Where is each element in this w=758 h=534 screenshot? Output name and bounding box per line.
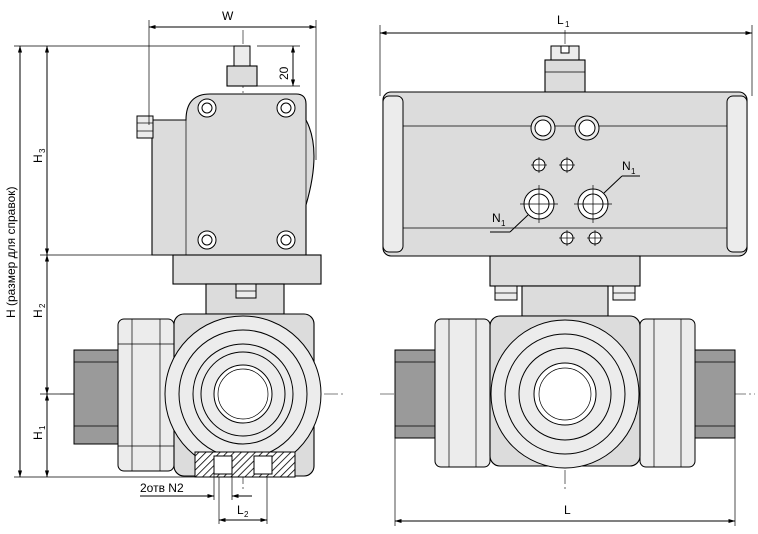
- mounting-plate: [172, 254, 322, 285]
- pipe-end-left: [73, 349, 119, 445]
- n1-left-sub: 1: [501, 219, 506, 228]
- dim-l2-label: L: [237, 503, 244, 517]
- front-port-bore: [533, 362, 597, 426]
- dim-w-label: W: [222, 9, 234, 23]
- actuator-cylinder: [382, 91, 748, 257]
- n1-left-label: N: [492, 211, 501, 225]
- dim-l2-sub: 2: [244, 510, 249, 519]
- dim-h3-sub: 3: [38, 148, 47, 153]
- holes-label: 2отв N2: [140, 481, 184, 495]
- stem-neck: [226, 65, 258, 87]
- dim-h1-sub: 1: [38, 425, 47, 430]
- dim-l1-label: L: [557, 13, 564, 27]
- stem-cap: [233, 45, 251, 69]
- front-pipe-left: [394, 349, 436, 439]
- front-bracket: [521, 285, 609, 317]
- dim-l-label: L: [564, 503, 571, 517]
- dim-h3-label: H: [31, 154, 45, 163]
- front-view: [380, 30, 755, 490]
- dim-h1-label: H: [31, 431, 45, 440]
- port-bore: [213, 364, 273, 424]
- dim-h2-sub: 2: [38, 303, 47, 308]
- end-cap-left: [382, 95, 404, 253]
- actuator-housing: [151, 93, 315, 256]
- dim-20-label: 20: [277, 66, 291, 80]
- front-view-dimensions: L 1 L N 1 N 1: [379, 13, 753, 526]
- n1-top-sub: 1: [631, 167, 636, 176]
- side-nut: [136, 115, 154, 139]
- namur-hole-icon: [520, 157, 612, 246]
- front-union-right: [639, 318, 696, 468]
- base-section-hatch: [194, 451, 296, 478]
- front-union-left: [434, 318, 491, 468]
- front-mounting-plate: [489, 255, 641, 287]
- end-cap-right: [726, 95, 748, 253]
- dim-h2-label: H: [31, 309, 45, 318]
- side-view-dimensions: W 20 H (размер для справок) H 3 H 2 H 1 …: [4, 9, 317, 524]
- air-port-icon: [530, 115, 600, 141]
- front-stem-neck: [544, 59, 586, 93]
- dim-l1-sub: 1: [565, 20, 570, 29]
- side-view: [60, 30, 345, 490]
- housing-bolt-icon: [197, 98, 296, 250]
- front-pipe-right: [694, 349, 736, 439]
- dim-h-total-label: H (размер для справок): [4, 187, 18, 318]
- n1-top-label: N: [622, 159, 631, 173]
